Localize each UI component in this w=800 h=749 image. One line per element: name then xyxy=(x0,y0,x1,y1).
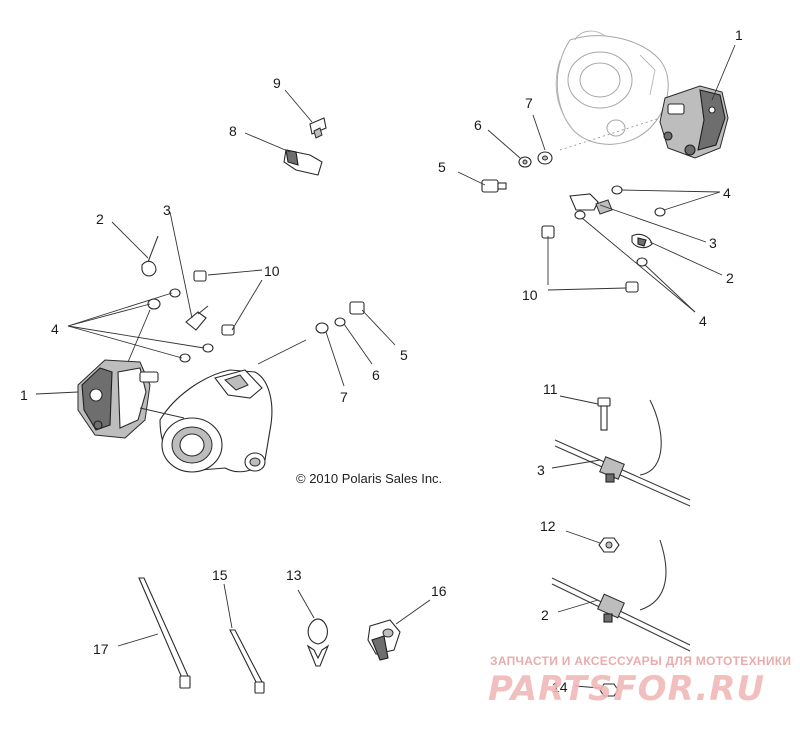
callout-13: 13 xyxy=(286,567,302,583)
clip-2-upper xyxy=(631,233,653,249)
washer-6-right xyxy=(334,317,346,327)
leader-lines xyxy=(35,44,736,689)
cable-assembly-3 xyxy=(554,399,691,507)
brake-caliper-right xyxy=(659,85,729,159)
callout-1-left: 1 xyxy=(20,387,28,403)
bolt-5-right xyxy=(349,301,365,315)
callout-10-left: 10 xyxy=(264,263,280,279)
washer-7-right xyxy=(315,322,329,334)
callout-6-top: 6 xyxy=(474,117,482,133)
bolts-10-left xyxy=(193,270,235,336)
copyright-text: © 2010 Polaris Sales Inc. xyxy=(296,471,442,486)
callout-11: 11 xyxy=(543,381,558,397)
brake-line-fitting-upper xyxy=(569,193,613,215)
hub-housing-lower xyxy=(159,369,273,473)
bolt-11 xyxy=(597,397,611,431)
callout-7-left: 7 xyxy=(340,389,348,405)
bolt-9 xyxy=(309,117,327,139)
callout-2-upper-left: 2 xyxy=(96,211,104,227)
callout-17: 17 xyxy=(93,641,109,657)
fitting-3-left xyxy=(185,305,209,331)
callout-1-right: 1 xyxy=(735,27,743,43)
bracket-8 xyxy=(283,149,323,176)
cable-tie-17 xyxy=(138,577,191,689)
callout-9: 9 xyxy=(273,75,281,91)
callout-6-left: 6 xyxy=(372,367,380,383)
callout-16: 16 xyxy=(431,583,447,599)
callout-10-right: 10 xyxy=(522,287,538,303)
clamp-16 xyxy=(367,619,401,661)
callout-3-lower: 3 xyxy=(537,462,545,478)
callout-4-right-bottom: 4 xyxy=(699,313,707,329)
callout-3-right: 3 xyxy=(709,235,717,251)
callout-8: 8 xyxy=(229,123,237,139)
nut-12 xyxy=(598,537,620,553)
callout-4-right-top: 4 xyxy=(723,185,731,201)
callout-3-upper-left: 3 xyxy=(163,202,171,218)
watermark: ЗАПЧАСТИ И АКСЕССУАРЫ ДЛЯ МОТОТЕХНИКИ PA… xyxy=(488,654,791,709)
callout-2-lower: 2 xyxy=(541,607,549,623)
nut-14 xyxy=(599,683,619,697)
callout-12: 12 xyxy=(540,518,556,534)
callout-15: 15 xyxy=(212,567,228,583)
clip-2-left xyxy=(141,235,159,277)
callout-7-top: 7 xyxy=(525,95,533,111)
washer-7-upper xyxy=(537,151,553,165)
brake-caliper-left xyxy=(77,359,159,439)
watermark-brand: PARTSFOR.RU xyxy=(488,669,765,709)
bolt-10-upper xyxy=(541,225,639,293)
ghost-hub-housing-upper xyxy=(555,30,669,151)
washers-4-upper xyxy=(574,185,666,267)
push-clip-13 xyxy=(306,618,330,667)
washer-6-upper xyxy=(518,156,532,168)
callout-4-left: 4 xyxy=(51,321,59,337)
callout-2-right: 2 xyxy=(726,270,734,286)
callout-5-right: 5 xyxy=(400,347,408,363)
watermark-tagline: ЗАПЧАСТИ И АКСЕССУАРЫ ДЛЯ МОТОТЕХНИКИ xyxy=(490,654,791,668)
cable-tie-15 xyxy=(229,629,265,694)
callout-5-left: 5 xyxy=(438,159,446,175)
cable-assembly-2 xyxy=(551,539,691,652)
callout-14: 14 xyxy=(552,679,568,695)
bolt-5-upper xyxy=(481,179,507,193)
